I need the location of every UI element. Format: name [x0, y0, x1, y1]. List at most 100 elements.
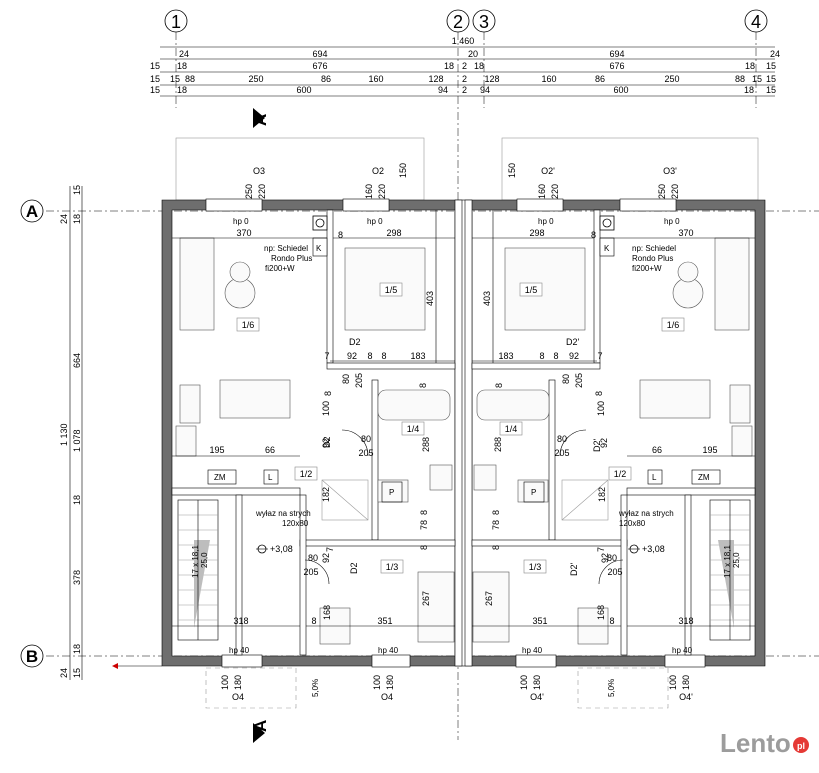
dim: 351 — [532, 616, 547, 626]
dim: 80 — [561, 374, 571, 384]
dim: 160 — [368, 74, 383, 84]
sill-height: hp 40 — [522, 646, 543, 655]
dim: 250 — [248, 74, 263, 84]
axis-2-label: 2 — [453, 12, 463, 32]
dim: 1 078 — [72, 429, 82, 452]
room-1-6-right: 1/6 — [667, 320, 680, 330]
dim: 378 — [72, 570, 82, 585]
stairs-label: 17 x 18,1 — [191, 545, 200, 578]
dim: 8 — [418, 383, 428, 388]
dim: 15 — [752, 74, 762, 84]
axis-markers-left: A B — [20, 199, 44, 668]
axis-markers-top: 1 2 3 4 — [164, 9, 768, 33]
window-o4pb: O4' — [679, 692, 693, 702]
dim: 160 — [364, 184, 374, 199]
dim: 205 — [354, 373, 364, 388]
k-label-right: K — [604, 244, 610, 253]
sill-height: hp 0 — [664, 217, 680, 226]
door-d2p-c: D2' — [569, 562, 579, 576]
room-1-3: 1/3 — [386, 562, 399, 572]
dim: 370 — [678, 228, 693, 238]
door-d2-b: D2 — [322, 436, 332, 448]
dim: 18 — [72, 644, 82, 654]
dim: 8 — [419, 510, 429, 515]
dim: 205 — [607, 567, 622, 577]
dim: 160 — [537, 184, 547, 199]
section-top-label: A — [251, 114, 270, 126]
sill-height: hp 40 — [672, 646, 693, 655]
dim: 183 — [498, 351, 513, 361]
window-o2p: O2' — [541, 166, 555, 176]
stairs-left — [177, 499, 219, 641]
dim: 267 — [421, 591, 431, 606]
dim: 250 — [664, 74, 679, 84]
dim: 205 — [574, 373, 584, 388]
level-mark-left: +3,08 — [270, 544, 293, 554]
dim: 100 — [519, 675, 529, 690]
dim: 92 — [599, 438, 609, 448]
dim: 288 — [421, 437, 431, 452]
dim: 128 — [484, 74, 499, 84]
walls — [161, 198, 766, 668]
dim: 403 — [482, 291, 492, 306]
dim: 676 — [312, 61, 327, 71]
dim: 183 — [410, 351, 425, 361]
level-mark-right: +3,08 — [642, 544, 665, 554]
dim: 205 — [554, 448, 569, 458]
dim: 8 — [553, 351, 558, 361]
left-dimension-chains: 15 24 18 664 1 130 1 078 18 378 18 24 15 — [59, 185, 83, 680]
dim: 92 — [321, 553, 331, 563]
sill-height: hp 0 — [233, 217, 249, 226]
inner-dimensions: 370 298 298 370 8 8 403 403 195 66 195 6… — [172, 210, 755, 627]
dim: 664 — [72, 353, 82, 368]
dim: 24 — [770, 49, 780, 59]
door-d2p: D2' — [566, 337, 580, 347]
dim: 18 — [444, 61, 454, 71]
dim: 205 — [358, 448, 373, 458]
room-1-5-right: 1/5 — [525, 285, 538, 295]
dim: 80 — [361, 434, 371, 444]
dim: 66 — [652, 445, 662, 455]
stairs-label-right: 17 x 18,1 — [723, 545, 732, 578]
dim: 220 — [257, 184, 267, 199]
attic-hatch-1-right: wyłaz na strych — [618, 509, 674, 518]
window-o4: O4 — [232, 692, 244, 702]
dim: 182 — [597, 487, 607, 502]
dim: 15 — [150, 85, 160, 95]
slope-right: 5,0% — [607, 679, 616, 697]
dim: 8 — [491, 510, 501, 515]
dim: 88 — [735, 74, 745, 84]
dim: 94 — [438, 85, 448, 95]
dim: 18 — [177, 61, 187, 71]
dim: 7 — [597, 351, 602, 361]
dim: 195 — [702, 445, 717, 455]
dim: 676 — [609, 61, 624, 71]
dim: 8 — [494, 383, 504, 388]
window-o4b: O4 — [381, 692, 393, 702]
dim: 182 — [321, 487, 331, 502]
watermark-logo: Lento pl — [720, 728, 809, 758]
room-1-2: 1/2 — [300, 469, 313, 479]
chimney-note-3: fi200+W — [265, 264, 295, 273]
window-o3: O3 — [253, 166, 265, 176]
dim: 92 — [321, 438, 331, 448]
section-markers: A A — [251, 108, 270, 743]
dim: 180 — [385, 675, 395, 690]
dim: 15 — [170, 74, 180, 84]
dim: 15 — [766, 61, 776, 71]
chimney-note-1-right: np: Schiedel — [632, 244, 676, 253]
dim: 80 — [557, 434, 567, 444]
zm-label-right: ZM — [698, 473, 710, 482]
dim: 78 — [491, 520, 501, 530]
dim: 160 — [541, 74, 556, 84]
sill-height: hp 0 — [538, 217, 554, 226]
attic-hatch-2-right: 120x80 — [619, 519, 646, 528]
door-d2p-b: D2' — [592, 438, 602, 452]
dim: 15 — [72, 668, 82, 678]
dim: 18 — [474, 61, 484, 71]
chimney-note-2: Rondo Plus — [271, 254, 312, 263]
door-d2: D2 — [349, 337, 361, 347]
dim: 318 — [233, 616, 248, 626]
dim: 8 — [591, 230, 596, 240]
